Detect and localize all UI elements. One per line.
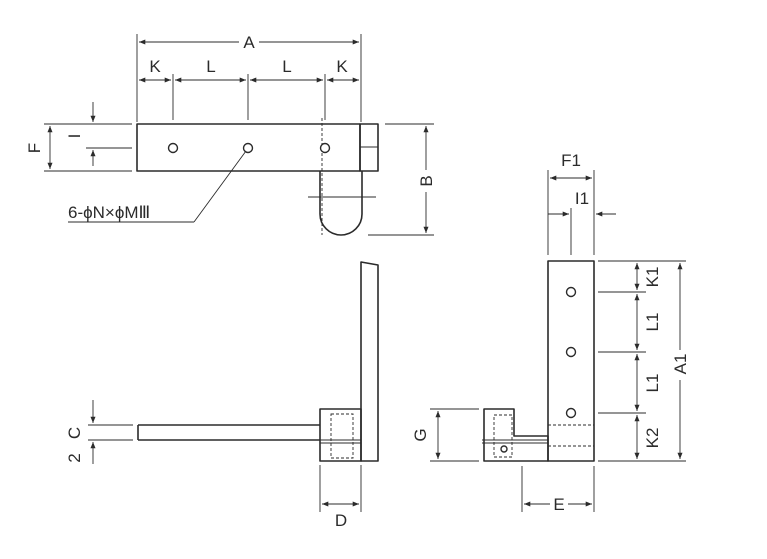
hole-3 [319, 142, 331, 154]
side-plate [547, 260, 595, 462]
top-knuckle-block [359, 123, 379, 172]
dim-F: F [25, 143, 44, 153]
side-view [482, 260, 595, 462]
dim-D: D [335, 511, 347, 530]
dim-A1: A1 [671, 354, 690, 375]
dim-K-right: K [336, 57, 348, 76]
dim-I: I [65, 134, 84, 139]
top-pivot-round [319, 171, 363, 236]
side-hole-3 [565, 407, 577, 419]
dim-A: A [243, 33, 255, 52]
dim-C: C [65, 427, 84, 439]
hole-2 [242, 142, 254, 154]
dim-L-right: L [282, 57, 291, 76]
dim-L1-upper: L1 [643, 313, 662, 332]
dim-G: G [411, 428, 430, 441]
side-hole-1 [565, 286, 577, 298]
dim-E: E [553, 495, 564, 514]
dim-K2: K2 [643, 428, 662, 449]
front-vertical-leaf [360, 261, 379, 462]
dim-F1: F1 [561, 151, 581, 170]
hole-spec-callout: 6-ϕN×ϕMⅢ [68, 203, 150, 222]
dim-L-left: L [206, 57, 215, 76]
dim-2: 2 [65, 453, 84, 462]
side-pin-hole [500, 445, 508, 453]
top-view [136, 118, 379, 236]
side-hole-2 [565, 346, 577, 358]
hole-1 [167, 142, 179, 154]
dim-I1: I1 [575, 189, 589, 208]
top-dimensions: A K L L K F I B 6-ϕN×ϕMⅢ [25, 32, 437, 236]
dim-K1: K1 [643, 267, 662, 288]
dim-L1-lower: L1 [643, 374, 662, 393]
front-dimensions: C 2 D [65, 400, 362, 530]
side-dimensions: F1 I1 K1 L1 L1 K2 A1 G E [411, 151, 692, 514]
dim-B: B [417, 175, 436, 186]
front-view [137, 261, 379, 462]
dim-K-left: K [149, 57, 161, 76]
side-knuckle [483, 408, 549, 462]
front-knuckle [319, 408, 362, 462]
